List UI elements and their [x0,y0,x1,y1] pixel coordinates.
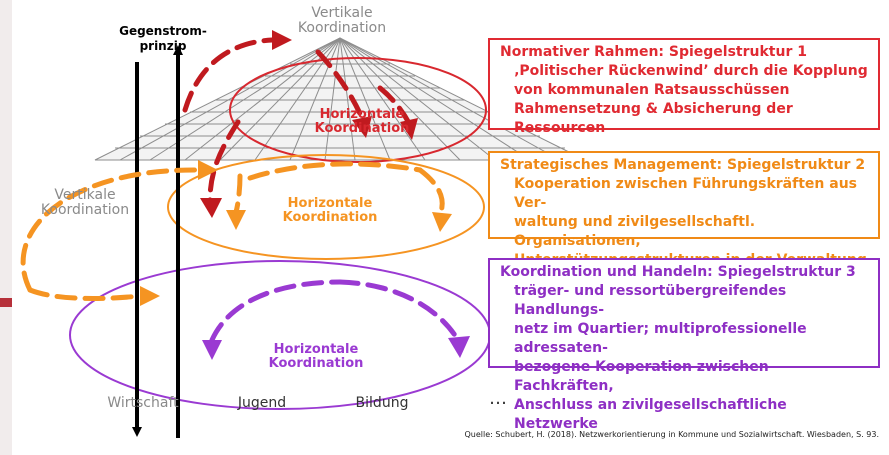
red-ellipse-label: Horizontale Koordination [302,108,422,136]
orange-ellipse-label: Horizontale Koordination [270,197,390,225]
red-arrowheads [200,30,418,218]
box-line: von kommunalen Ratsausschüssen [514,82,790,98]
accent-band [0,298,12,307]
gegenstrom-label: Gegenstrom- prinzip [104,24,222,54]
spiegelstruktur-3-box: Koordination und Handeln: Spiegelstruktu… [488,258,880,432]
left-vertical-label-line2: Koordination [40,202,130,218]
sector-label: Bildung [355,395,409,411]
sector-label: Wirtschaft [107,395,179,411]
red-ellipse [229,57,487,163]
spiegelstruktur-2-box: Strategisches Management: Spiegelstruktu… [488,151,880,268]
purple-ellipse-label-line2: Koordination [268,356,364,371]
top-vertical-label: Vertikale Koordination [287,6,397,36]
purple-ellipse-label: Horizontale Koordination [256,343,376,371]
red-ellipse-label-line1: Horizontale [319,107,405,122]
gegenstrom-label-line2: prinzip [139,39,187,53]
box-line: Rahmensetzung & Absicherung der Ressourc… [514,101,793,136]
purple-ellipse [69,260,491,410]
top-vertical-label-line2: Koordination [297,20,387,36]
left-vertical-label: Vertikale Koordination [30,188,140,218]
box-line: netz im Quartier; multiprofessionelle ad… [514,321,807,356]
source-citation: Quelle: Schubert, H. (2018). Netzwerkori… [464,430,880,439]
orange-ellipse [167,154,485,260]
box-line: träger- und ressortübergreifendes Handlu… [514,283,787,318]
orange-ellipse-label-line1: Horizontale [287,196,373,211]
box-line: Anschluss an zivilgesellschaftliche Netz… [514,397,787,432]
purple-dashed-arrows [209,279,461,343]
box-title: Koordination und Handeln: Spiegelstruktu… [500,264,856,280]
purple-ellipse-label-line1: Horizontale [273,342,359,357]
box-title: Normativer Rahmen: Spiegelstruktur 1 [500,44,807,60]
red-ellipse-label-line2: Koordination [314,121,410,136]
box-title: Strategisches Management: Spiegelstruktu… [500,157,866,173]
gegenstrom-label-line1: Gegenstrom- [119,24,207,38]
box-line: waltung und zivilgesellschaftl. Organisa… [514,214,756,249]
spiegelstruktur-1-box: Normativer Rahmen: Spiegelstruktur 1 ‚Po… [488,38,880,136]
top-vertical-label-line1: Vertikale [311,5,373,21]
box-line: Kooperation zwischen Führungskräften aus… [514,176,857,211]
purple-arrowheads [202,336,470,360]
box-line: bezogene Kooperation zwischen Fachkräfte… [514,359,769,394]
left-vertical-label-line1: Vertikale [54,187,116,203]
orange-dashed-arrows [20,161,445,301]
orange-ellipse-label-line2: Koordination [282,210,378,225]
sector-label: … [489,388,507,409]
box-line: ‚Politischer Rückenwind’ durch die Koppl… [514,63,868,79]
orange-arrowheads [140,160,452,306]
sector-label: Jugend [237,395,287,411]
